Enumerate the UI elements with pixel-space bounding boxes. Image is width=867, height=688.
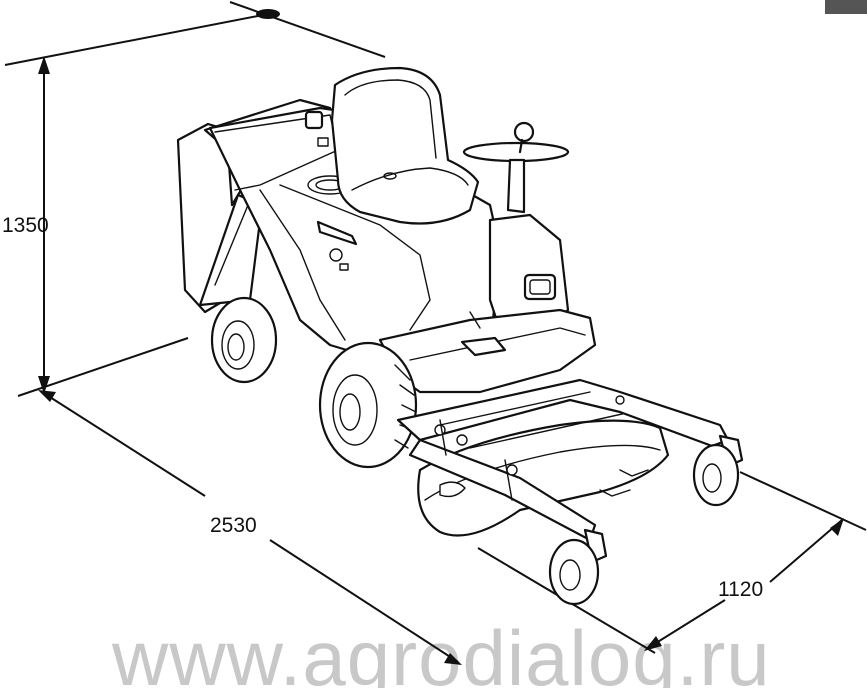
width-dimension-label: 1120 xyxy=(718,578,763,601)
seat xyxy=(330,66,480,225)
front-caster-right xyxy=(692,434,744,507)
mower-illustration xyxy=(176,66,744,606)
front-drive-wheel xyxy=(318,341,418,469)
front-frame xyxy=(396,378,730,542)
mowing-deck xyxy=(417,409,670,537)
footboard xyxy=(378,308,597,394)
dimension-lines xyxy=(4,1,867,665)
front-caster-left xyxy=(548,528,608,606)
steering xyxy=(462,121,570,332)
length-dimension-label: 2530 xyxy=(210,514,257,537)
height-dimension-label: 1350 xyxy=(2,214,49,237)
rear-wheel xyxy=(210,296,278,384)
corner-tab xyxy=(825,0,867,14)
